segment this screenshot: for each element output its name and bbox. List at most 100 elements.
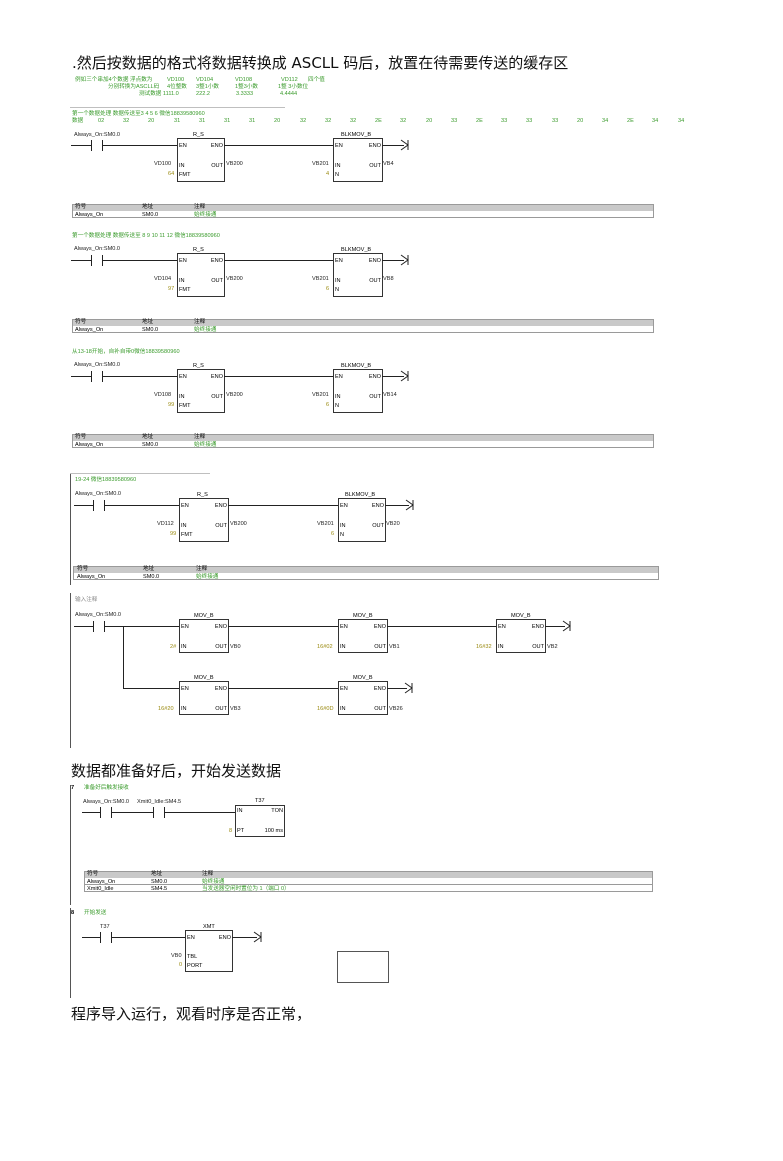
- pin-out: OUT: [369, 278, 381, 284]
- pin-eno: ENO: [210, 258, 223, 264]
- coil-arrow-icon: [404, 682, 413, 694]
- header-222: 222.2: [196, 91, 210, 97]
- sym-address: SM0.0: [143, 574, 160, 580]
- net1-data-value: 32: [300, 118, 307, 124]
- net4-comment: 19-24 微信18839580960: [75, 477, 137, 483]
- pin-en: EN: [187, 935, 195, 941]
- pin-eno: ENO: [373, 624, 386, 630]
- pin-eno: ENO: [218, 935, 231, 941]
- col-comment: 注释: [196, 566, 208, 572]
- rung-wire: [123, 688, 180, 689]
- header-vd104: VD104: [196, 77, 214, 83]
- sym-comment: 始终接通: [202, 879, 225, 885]
- sym-comment: 始终接通: [194, 212, 217, 218]
- timer-ton-box[interactable]: T37 IN TON PT 100 ms: [235, 798, 285, 837]
- pin-out: OUT: [372, 523, 384, 529]
- rung-wire: [102, 145, 178, 146]
- pin-in: IN: [237, 808, 243, 814]
- pin-out: OUT: [374, 644, 386, 650]
- net1-data-value: 33: [552, 118, 559, 124]
- sym-name: Always_On: [75, 212, 104, 218]
- blkmov-in-operand: VB201: [312, 276, 329, 282]
- pin-eno: ENO: [210, 374, 223, 380]
- r-s-box[interactable]: R_S EN ENO IN OUT FMT: [177, 247, 225, 297]
- pin-out: OUT: [369, 163, 381, 169]
- net1-data-value: 32: [400, 118, 407, 124]
- blkmov-in-operand: VB201: [317, 521, 334, 527]
- pin-en: EN: [340, 503, 348, 509]
- net7-contact1-label: Always_On:SM0.0: [83, 799, 130, 805]
- box-title: MOV_B: [511, 613, 531, 619]
- mov-out-operand: VB3: [230, 706, 241, 712]
- contact-bar: [91, 371, 92, 382]
- rung-wire: [387, 688, 407, 689]
- sym-address: SM4.5: [151, 886, 168, 892]
- pin-eno: ENO: [210, 143, 223, 149]
- net1-data-value: 31: [199, 118, 206, 124]
- box-title: XMT: [203, 924, 215, 930]
- pin-n: N: [335, 172, 340, 178]
- mov-in-operand: 16#20: [158, 706, 174, 712]
- blkmov-out-operand: VB8: [383, 276, 394, 282]
- box-title: R_S: [193, 132, 204, 138]
- net1-data-value: 31: [249, 118, 256, 124]
- pin-eno: ENO: [371, 503, 384, 509]
- rung-wire: [387, 626, 497, 627]
- header-3int-1dec: 3整1小数: [196, 84, 220, 90]
- sym-comment: 始终接通: [194, 442, 217, 448]
- contact-bar: [93, 500, 94, 511]
- net1-data-value: 20: [426, 118, 433, 124]
- net5-contact-label: Always_On:SM0.0: [75, 612, 122, 618]
- pin-in: IN: [179, 394, 185, 400]
- col-comment: 注释: [194, 319, 206, 325]
- sym-address: SM0.0: [142, 327, 159, 333]
- branch-wire: [123, 626, 124, 688]
- contact-bar: [153, 807, 154, 818]
- blkmov-box[interactable]: BLKMOV_B EN ENO IN OUT N: [333, 363, 383, 413]
- timer-pt-operand: 8: [229, 828, 233, 834]
- mov-b-box-3[interactable]: MOV_B EN ENO IN OUT: [496, 613, 546, 653]
- r-s-box[interactable]: R_S EN ENO IN OUT FMT: [179, 492, 229, 542]
- network-rail: [70, 908, 71, 998]
- r-s-out-operand: VB200: [230, 521, 247, 527]
- sym-name: Always_On: [75, 442, 104, 448]
- network-divider: [70, 473, 210, 474]
- box-title: R_S: [193, 363, 204, 369]
- col-address: 地址: [142, 434, 154, 440]
- col-symbol: 符号: [87, 871, 99, 877]
- blkmov-box[interactable]: BLKMOV_B EN ENO IN OUT N: [333, 247, 383, 297]
- net4-contact-label: Always_On:SM0.0: [75, 491, 122, 497]
- net1-data-value: 34: [678, 118, 685, 124]
- net1-contact-label: Always_On:SM0.0: [74, 132, 121, 138]
- xmt-box[interactable]: XMT EN ENO TBL PORT: [185, 924, 233, 972]
- mov-b-box-5[interactable]: MOV_B EN ENO IN OUT: [338, 675, 388, 715]
- header-desc-1: 例如三个串加4个数据 浮点数为: [75, 77, 153, 83]
- col-address: 地址: [143, 566, 155, 572]
- net1-comment: 第一个数据处理 数据传送至3 4 5 6 微信18839580960: [72, 111, 205, 117]
- col-symbol: 符号: [77, 566, 89, 572]
- symbol-table-row: [72, 326, 654, 333]
- mov-b-box-2[interactable]: MOV_B EN ENO IN OUT: [338, 613, 388, 653]
- mov-out-operand: VB26: [389, 706, 403, 712]
- col-comment: 注释: [202, 871, 214, 877]
- mov-b-box-4[interactable]: MOV_B EN ENO IN OUT: [179, 675, 229, 715]
- net1-data-value: 20: [577, 118, 584, 124]
- pin-in: IN: [179, 278, 185, 284]
- rung-wire: [82, 937, 100, 938]
- blkmov-box[interactable]: BLKMOV_B EN ENO IN OUT N: [338, 492, 386, 542]
- r-s-box[interactable]: R_S EN ENO IN OUT FMT: [177, 363, 225, 413]
- pin-out: OUT: [215, 523, 227, 529]
- pin-in: IN: [181, 644, 187, 650]
- pin-en: EN: [181, 624, 189, 630]
- r-s-in-operand: VD108: [154, 392, 172, 398]
- rung-wire: [74, 626, 93, 627]
- mov-in-operand: 16#02: [317, 644, 333, 650]
- blkmov-box[interactable]: BLKMOV_B EN ENO IN OUT N: [333, 132, 383, 182]
- rung-wire: [228, 626, 339, 627]
- pin-out: OUT: [532, 644, 544, 650]
- pin-en: EN: [335, 258, 343, 264]
- rung-wire: [71, 376, 91, 377]
- mov-b-box-1[interactable]: MOV_B EN ENO IN OUT: [179, 613, 229, 653]
- r-s-box[interactable]: R_S EN ENO IN OUT FMT: [177, 132, 225, 182]
- pin-in: IN: [179, 163, 185, 169]
